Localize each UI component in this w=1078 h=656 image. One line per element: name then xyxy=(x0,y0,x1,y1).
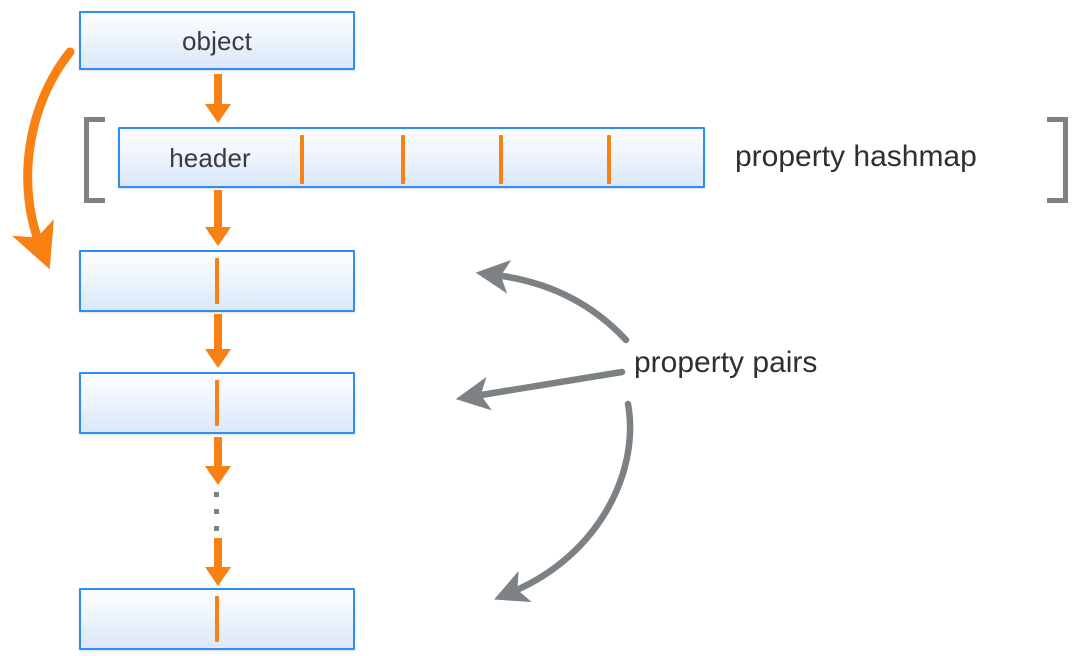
property-pair-box-3[interactable] xyxy=(79,588,355,650)
property-pair-box-2[interactable] xyxy=(79,372,355,434)
object-box[interactable]: object xyxy=(79,11,355,70)
hashmap-slot-divider-3 xyxy=(499,135,503,184)
right-bracket xyxy=(1047,117,1068,203)
arrow-ellipsis-to-pair-3 xyxy=(205,538,231,586)
property-pair-box-1[interactable] xyxy=(79,250,355,312)
property-hashmap-bar[interactable]: header xyxy=(118,127,705,188)
hashmap-slot-divider-4 xyxy=(607,135,611,184)
arrow-object-to-header xyxy=(205,74,231,123)
arrow-pair-1-to-pair-2 xyxy=(205,314,231,368)
pair-box-thread-2 xyxy=(215,380,219,426)
gray-curved-arrow-lower xyxy=(494,400,634,603)
hashmap-slot-divider-1 xyxy=(300,135,304,184)
object-box-label: object xyxy=(182,25,252,56)
arrow-header-to-pair-1 xyxy=(205,190,231,246)
vertical-ellipsis-icon xyxy=(214,492,220,543)
header-label: header xyxy=(169,142,251,173)
gray-straight-arrow-middle xyxy=(455,368,626,411)
property-pairs-caption: property pairs xyxy=(634,346,818,379)
orange-curved-arrow-object-to-pairs xyxy=(12,47,75,270)
left-bracket xyxy=(84,117,105,203)
hashmap-slot-divider-2 xyxy=(401,135,405,184)
property-hashmap-caption: property hashmap xyxy=(735,140,977,173)
gray-curved-arrow-upper xyxy=(475,259,630,344)
pair-box-thread-3 xyxy=(215,596,219,642)
arrow-pair-2-to-ellipsis xyxy=(205,437,231,485)
pair-box-thread-1 xyxy=(215,258,219,304)
